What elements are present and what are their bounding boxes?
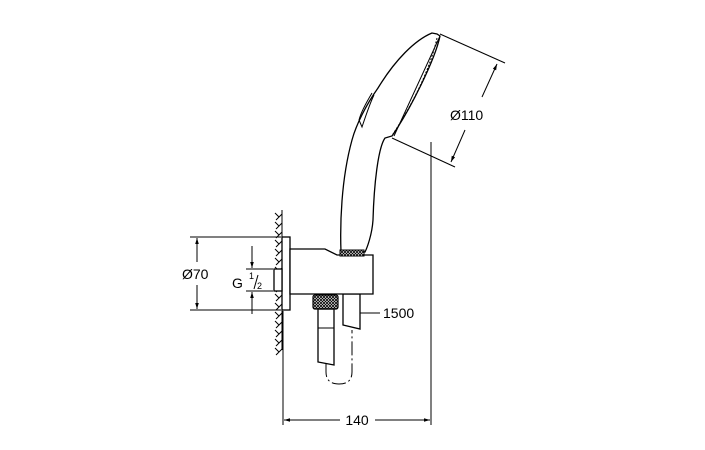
svg-text:Ø70: Ø70 — [182, 266, 209, 282]
wall-hatch-mark — [274, 293, 283, 302]
wall-hatch-mark — [274, 302, 283, 311]
svg-text:2: 2 — [257, 281, 262, 291]
wall-hatch-mark — [274, 329, 283, 338]
svg-text:1: 1 — [249, 271, 254, 281]
neck-knurl — [339, 249, 365, 257]
hand-shower — [340, 32, 441, 253]
hose-right — [342, 293, 361, 330]
svg-text:140: 140 — [345, 412, 369, 428]
hose-left — [317, 308, 335, 366]
thread-fitting — [273, 268, 283, 292]
hose-loop — [325, 330, 353, 385]
dimension-plate-diameter: Ø70 — [182, 236, 281, 311]
dimension-head-diameter: Ø110 — [391, 33, 506, 168]
wall-hatch-mark — [274, 320, 283, 329]
dimension-hose-length: 1500 — [360, 305, 414, 321]
spray-button — [358, 92, 375, 129]
wall-hatch-mark — [274, 257, 283, 266]
holder-body — [289, 248, 374, 295]
dimension-140: 140 — [284, 412, 430, 428]
wall-hatch-mark — [274, 311, 283, 320]
wall-hatch-mark — [274, 239, 283, 248]
hose-nut — [312, 294, 339, 310]
wall-hatch-mark — [274, 347, 283, 356]
dimension-thread: G 1 2 — [232, 246, 273, 314]
wall-hatch-mark — [274, 221, 283, 230]
wall-hatch-mark — [274, 212, 283, 221]
wall-hatch-mark — [274, 248, 283, 257]
wall-hatch-mark — [274, 338, 283, 347]
wall-plate — [281, 236, 291, 311]
svg-text:1500: 1500 — [383, 305, 414, 321]
svg-text:Ø110: Ø110 — [450, 107, 483, 123]
svg-text:G: G — [232, 275, 243, 291]
